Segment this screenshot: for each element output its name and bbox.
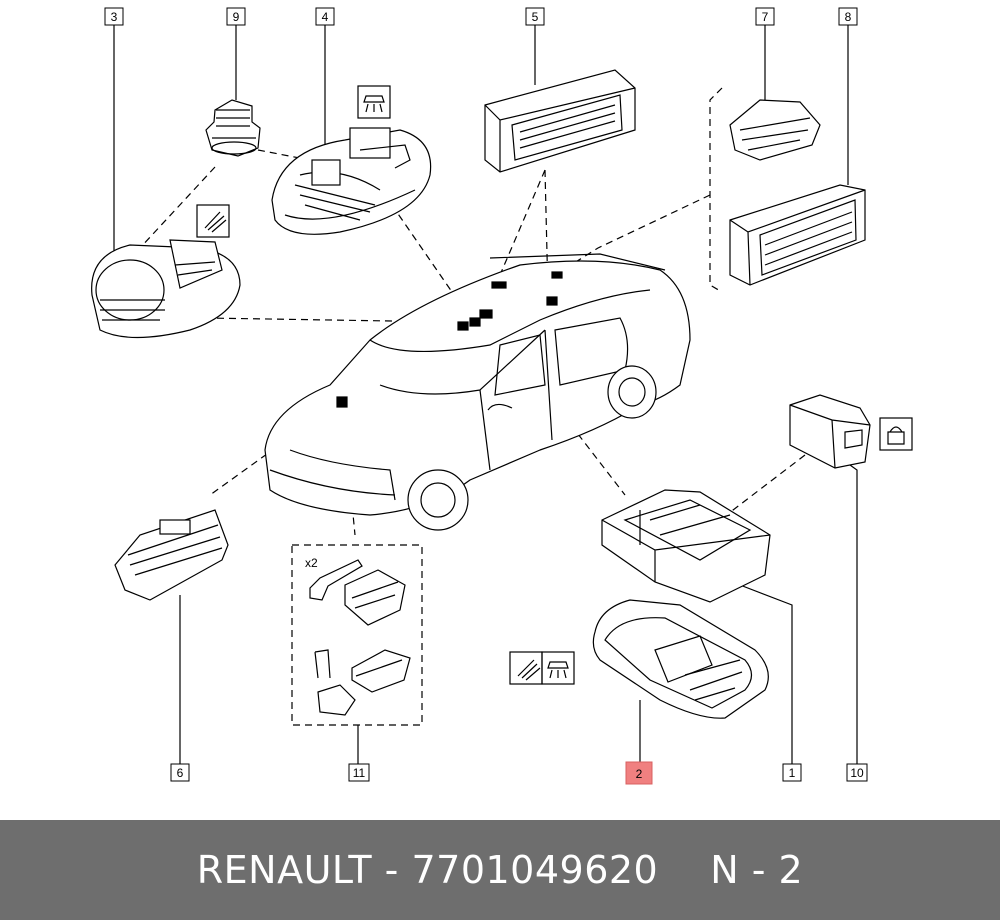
fixing-kit-part-11: [309, 559, 411, 716]
callout-labels: 1 2 3 4 5 6 7 8: [104, 7, 868, 785]
dome-light-icon: [541, 651, 575, 685]
diagram-position: N - 2: [710, 848, 804, 892]
light-part-4: [271, 85, 432, 235]
svg-text:1: 1: [789, 766, 796, 780]
callout-6: 6: [170, 763, 190, 782]
callout-7: 7: [755, 7, 775, 26]
svg-text:7: 7: [762, 10, 769, 24]
callout-2-highlighted: 2: [625, 761, 653, 785]
map-light-icon: [357, 85, 391, 119]
kit-box: [291, 544, 423, 726]
callout-5: 5: [525, 7, 545, 26]
light-part-3: [91, 204, 241, 339]
svg-text:11: 11: [353, 766, 366, 780]
svg-text:6: 6: [177, 766, 184, 780]
separator: -: [384, 848, 399, 892]
light-symbols-part-2: [509, 651, 575, 685]
callout-11: 11: [348, 763, 370, 782]
console-base-part-1: [601, 489, 771, 603]
quantity-label: x2: [305, 556, 318, 570]
callout-9: 9: [226, 7, 246, 26]
map-light-icon: [196, 204, 230, 238]
light-part-5: [484, 69, 636, 173]
parts-diagram: 1 2 3 4 5 6 7 8: [91, 7, 913, 785]
callout-10: 10: [846, 763, 868, 782]
part-number: 7701049620: [411, 848, 659, 892]
callout-3: 3: [104, 7, 124, 26]
console-cover-part-2: [592, 599, 769, 719]
brand-name: RENAULT: [196, 848, 373, 892]
callout-1: 1: [782, 763, 802, 782]
switch-part-6: [114, 509, 229, 601]
svg-text:9: 9: [233, 10, 240, 24]
part-footer: RENAULT - 7701049620 N - 2: [0, 820, 1000, 920]
svg-text:8: 8: [845, 10, 852, 24]
callout-8: 8: [838, 7, 858, 26]
lamp-part-7: [729, 99, 821, 161]
svg-text:2: 2: [636, 767, 643, 781]
svg-text:10: 10: [850, 766, 864, 780]
callout-4: 4: [315, 7, 335, 26]
lamp-part-8: [729, 184, 866, 286]
svg-text:4: 4: [322, 10, 329, 24]
connector-part-10: [789, 394, 913, 469]
car-illustration: [264, 253, 691, 531]
lock-icon: [879, 417, 913, 451]
svg-text:3: 3: [111, 10, 118, 24]
bulb-part-9: [205, 99, 261, 157]
leader-lines: [113, 24, 858, 765]
svg-text:5: 5: [532, 10, 539, 24]
